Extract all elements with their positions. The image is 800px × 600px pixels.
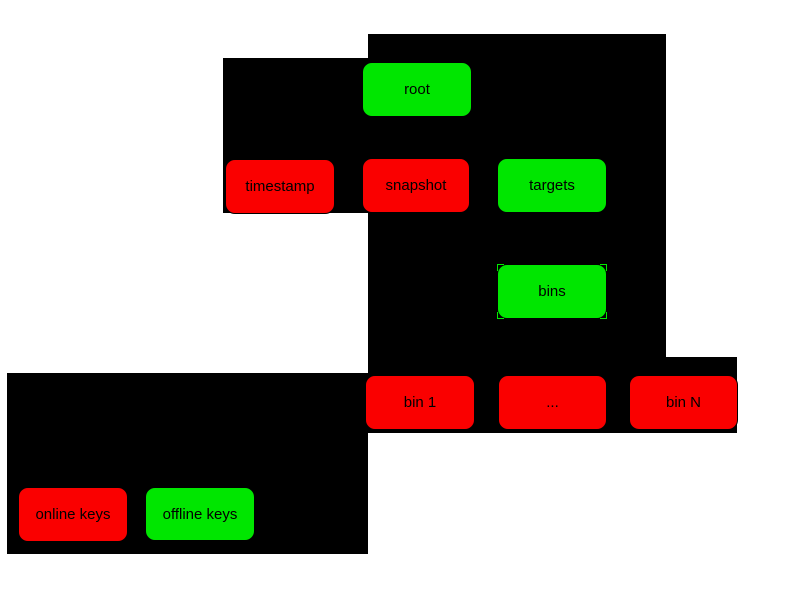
- node-bin-n: bin N: [629, 375, 738, 430]
- node-label-root: root: [404, 81, 430, 98]
- node-bins: bins: [497, 264, 607, 319]
- node-snapshot: snapshot: [362, 158, 470, 213]
- node-label-bin-n: bin N: [665, 394, 702, 411]
- dashed-corner-mark: [600, 312, 607, 319]
- node-root: root: [362, 62, 472, 117]
- dashed-corner-mark: [497, 312, 504, 319]
- node-label-timestamp: timestamp: [245, 178, 315, 195]
- node-bin-1: bin 1: [365, 375, 475, 430]
- node-label-bin-1: bin 1: [403, 394, 437, 411]
- dashed-corner-mark: [600, 264, 607, 271]
- node-label-offline-keys: offline keys: [162, 505, 238, 523]
- node-label-bin-ellipsis: ...: [546, 394, 559, 411]
- node-timestamp: timestamp: [225, 159, 335, 214]
- node-label-bins: bins: [538, 283, 566, 300]
- node-label-online-keys: online keys: [35, 506, 111, 523]
- node-targets: targets: [497, 158, 607, 213]
- dashed-corner-mark: [497, 264, 504, 271]
- node-bin-ellipsis: ...: [498, 375, 607, 430]
- node-label-snapshot: snapshot: [385, 177, 447, 194]
- node-offline-keys: offline keys: [145, 487, 255, 541]
- node-online-keys: online keys: [18, 487, 128, 542]
- node-label-targets: targets: [529, 177, 575, 194]
